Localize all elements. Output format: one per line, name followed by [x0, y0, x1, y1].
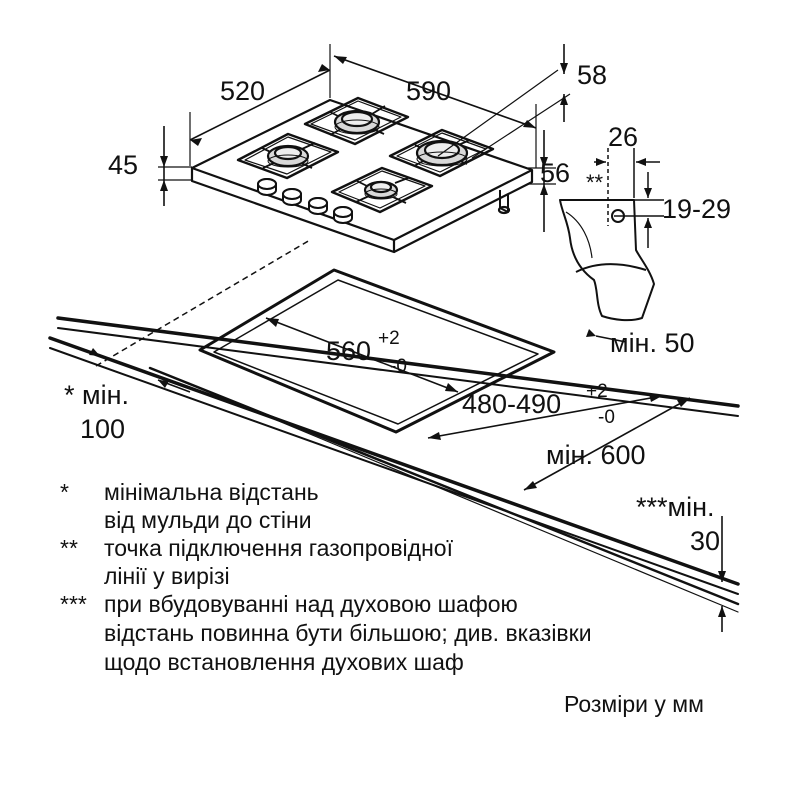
cutout-dimension-arrows [89, 318, 726, 617]
dim-560-tol-plus: +2 [378, 328, 400, 349]
gas-connector [499, 190, 509, 213]
dim-19-29: 19-29 [662, 194, 731, 224]
dim-590: 590 [406, 76, 451, 106]
note-2-line-1: точка підключення газопровідної [104, 535, 454, 561]
note-1-mark: * [60, 479, 69, 505]
pan-supports [236, 96, 495, 214]
bracket-dimension-arrows [596, 158, 652, 228]
hob-dimension-lines [158, 44, 571, 232]
cutout-depth-label: 480-490 +2 -0 [462, 381, 615, 428]
burner-front-left [266, 144, 310, 168]
dim-oven-min-label: ***мін. [636, 492, 715, 522]
gas-hob [190, 96, 534, 254]
dim-45: 45 [108, 150, 138, 180]
dim-oven-min-value: 30 [690, 526, 720, 556]
dim-560-tol-minus: -0 [390, 356, 407, 377]
cutout-width-label: 560 +2 -0 [326, 328, 407, 377]
control-knobs [257, 178, 353, 224]
gas-marker: ** [586, 170, 604, 195]
hob-front-edge [190, 168, 396, 254]
alignment-dashed-line [95, 239, 311, 367]
dim-wall-min-label: * мін. [64, 380, 129, 410]
dim-26: 26 [608, 122, 638, 152]
note-2-mark: ** [60, 535, 78, 561]
dim-480-490-tol-plus: +2 [586, 381, 608, 402]
note-3-mark: *** [60, 591, 87, 617]
note-3-line-1: при вбудовуванні над духовою шафою [104, 591, 518, 617]
burner-front-right [363, 180, 399, 200]
note-1-line-2: від мульди до стіни [104, 507, 312, 533]
hob-side-edge [393, 170, 534, 253]
note-1-line-1: мінімальна відстань [104, 479, 319, 505]
cutout-opening [198, 268, 556, 434]
clamp-bracket-detail [559, 199, 655, 322]
dim-560: 560 [326, 336, 371, 366]
notes-legend: * мінімальна відстань від мульди до стін… [60, 479, 592, 675]
note-2-line-2: лінії у вирізі [104, 563, 230, 589]
hob-dimension-arrows [160, 56, 568, 195]
dim-min-50: мін. 50 [610, 328, 695, 358]
units-note: Розміри у мм [564, 691, 704, 717]
note-3-line-3: щодо встановлення духових шаф [104, 649, 464, 675]
burner-rear-left [333, 109, 381, 135]
dim-min-600: мін. 600 [546, 440, 646, 470]
dim-58: 58 [577, 60, 607, 90]
dim-480-490-tol-minus: -0 [598, 407, 615, 428]
countertop [48, 316, 740, 613]
note-3-line-2: відстань повинна бути більшою; див. вказ… [104, 620, 592, 646]
dim-520: 520 [220, 76, 265, 106]
dim-480-490: 480-490 [462, 389, 561, 419]
dim-wall-min-value: 100 [80, 414, 125, 444]
dim-56: 56 [540, 158, 570, 188]
